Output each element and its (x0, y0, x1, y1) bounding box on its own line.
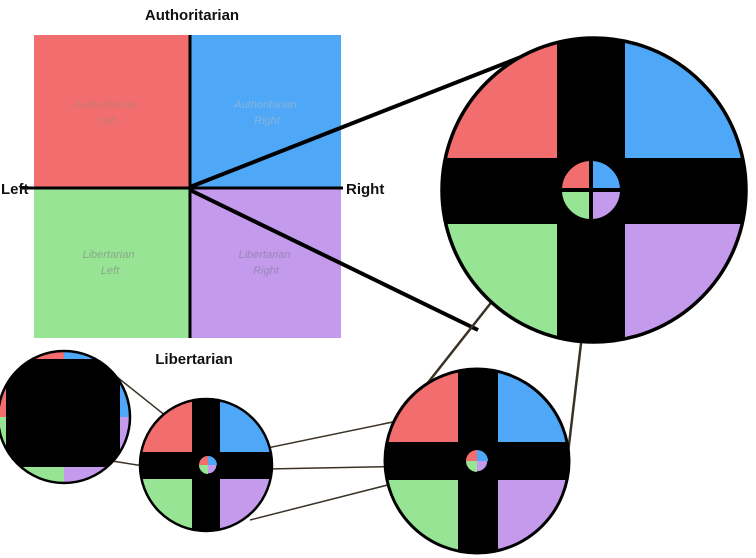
quadrant-label-auth-left: Authoritarian Left (73, 99, 139, 127)
zoom-circle-tiny (0, 349, 132, 485)
axis-label-authoritarian: Authoritarian (145, 7, 239, 24)
zoom-circle-small (138, 397, 274, 533)
axis-label-libertarian: Libertarian (155, 351, 233, 368)
quadrant-libertarian-right (190, 188, 341, 338)
zoom-circle-large (440, 36, 748, 344)
zoom-circle-medium (383, 367, 571, 555)
zoom-line-lower (189, 188, 479, 332)
quadrant-label-auth-right: Authoritarian Right (233, 99, 299, 127)
quadrant-authoritarian-right (190, 35, 341, 188)
axis-label-left: Left (1, 181, 29, 198)
quadrant-authoritarian-left (34, 35, 190, 188)
zoom-line-upper (189, 55, 522, 189)
zoom-circle-center (560, 159, 622, 221)
quadrant-libertarian-left (34, 188, 190, 338)
axis-label-right: Right (346, 181, 384, 198)
quadrant-label-lib-right: Libertarian Right (238, 249, 293, 277)
quadrant-label-lib-left: Libertarian Left (82, 249, 137, 277)
